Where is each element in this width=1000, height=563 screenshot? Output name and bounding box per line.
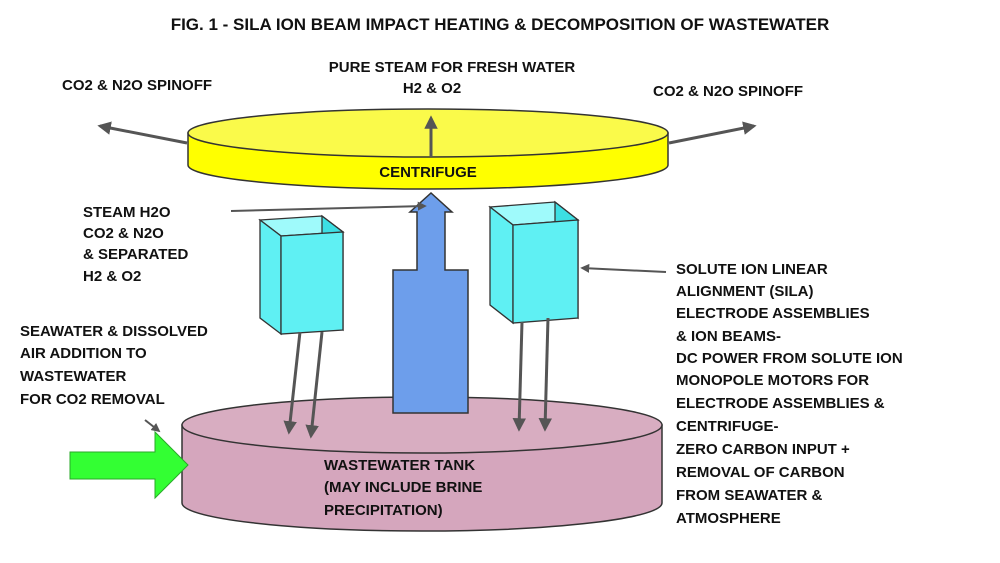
sila-description: SOLUTE ION LINEAR ALIGNMENT (SILA) ELECT… [676,261,903,527]
figure-title: FIG. 1 - SILA ION BEAM IMPACT HEATING & … [171,15,830,34]
svg-text:FROM SEAWATER &: FROM SEAWATER & [676,487,823,504]
svg-text:& ION BEAMS-: & ION BEAMS- [676,328,781,345]
sila-pointer-arrow [580,263,667,273]
svg-text:ELECTRODE ASSEMBLIES: ELECTRODE ASSEMBLIES [676,305,870,322]
ion-beam-arrow [512,321,527,432]
seawater-label: SEAWATER & DISSOLVED AIR ADDITION TO WAS… [20,323,208,408]
ion-beam-arrow [283,331,302,435]
svg-text:ZERO CARBON INPUT +: ZERO CARBON INPUT + [676,441,850,458]
pure-steam-label-line2: H2 & O2 [403,80,461,97]
steam-pointer-arrow [230,201,427,212]
svg-text:ELECTRODE ASSEMBLIES &: ELECTRODE ASSEMBLIES & [676,395,885,412]
svg-text:AIR ADDITION TO: AIR ADDITION TO [20,345,147,362]
centrifuge [187,108,669,190]
pure-steam-label-line1: PURE STEAM FOR FRESH WATER [329,59,576,76]
spinoff-right-label: CO2 & N2O SPINOFF [653,83,803,100]
svg-text:H2 & O2: H2 & O2 [83,268,141,285]
ion-beam-arrow [305,331,324,439]
svg-text:WASTEWATER TANK: WASTEWATER TANK [324,457,475,474]
svg-text:FOR CO2 REMOVAL: FOR CO2 REMOVAL [20,391,165,408]
svg-text:STEAM H2O: STEAM H2O [83,204,171,221]
svg-text:WASTEWATER: WASTEWATER [20,368,127,385]
svg-text:REMOVAL OF CARBON: REMOVAL OF CARBON [676,464,845,481]
steam-label: STEAM H2O CO2 & N2O & SEPARATED H2 & O2 [83,204,188,285]
svg-text:ATMOSPHERE: ATMOSPHERE [676,510,781,527]
svg-text:& SEPARATED: & SEPARATED [83,246,188,263]
svg-text:SOLUTE ION LINEAR: SOLUTE ION LINEAR [676,261,828,278]
spinoff-left-label: CO2 & N2O SPINOFF [62,77,212,94]
svg-text:PRECIPITATION): PRECIPITATION) [324,502,443,519]
spinoff-right-arrow [668,121,757,145]
steam-up-arrow-icon [392,191,469,414]
svg-text:CO2 & N2O: CO2 & N2O [83,225,164,242]
seawater-pointer-arrow [144,419,161,433]
tank-label: WASTEWATER TANK (MAY INCLUDE BRINE PRECI… [324,457,482,519]
spinoff-left-arrow [97,121,188,145]
inflow-arrow-icon [69,430,189,500]
svg-text:SEAWATER & DISSOLVED: SEAWATER & DISSOLVED [20,323,208,340]
svg-text:MONOPOLE MOTORS FOR: MONOPOLE MOTORS FOR [676,372,869,389]
electrode-assembly-right [488,200,580,325]
ion-beam-arrow [538,317,553,432]
centrifuge-label: CENTRIFUGE [379,164,477,181]
svg-text:DC POWER FROM SOLUTE ION: DC POWER FROM SOLUTE ION [676,350,903,367]
svg-text:CENTRIFUGE-: CENTRIFUGE- [676,418,779,435]
svg-text:ALIGNMENT (SILA): ALIGNMENT (SILA) [676,283,813,300]
electrode-assembly-left [258,214,345,336]
svg-text:(MAY INCLUDE BRINE: (MAY INCLUDE BRINE [324,479,482,496]
